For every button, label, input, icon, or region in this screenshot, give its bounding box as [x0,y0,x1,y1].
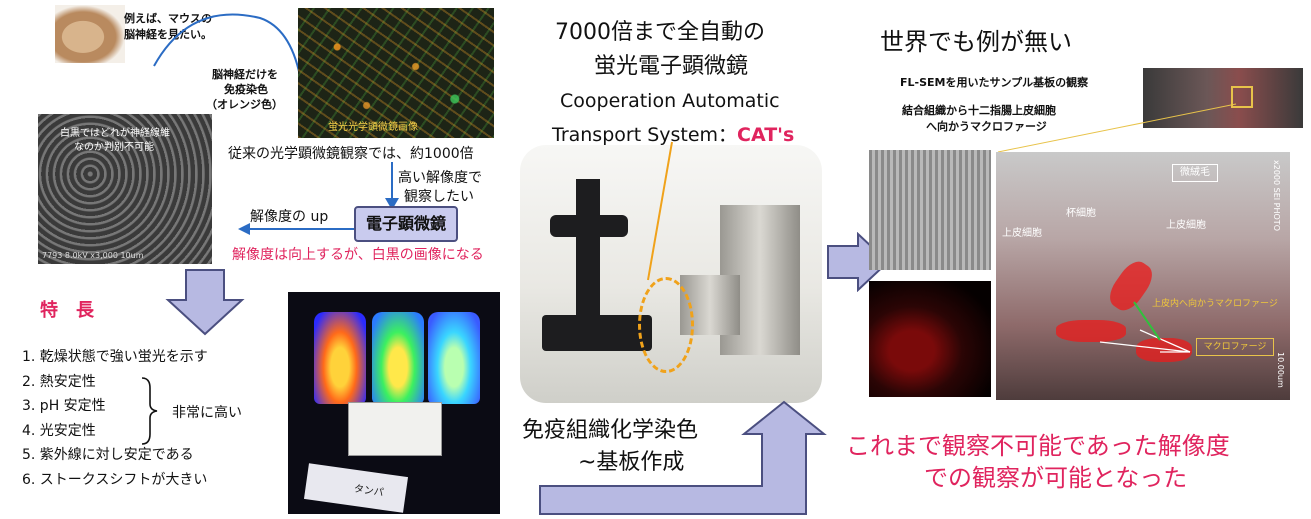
bracket-label: 非常に高い [172,405,242,421]
red-fluorescence-photo [869,281,991,397]
epithelial-right-label: 上皮細胞 [1166,220,1206,231]
feature-bracket [141,377,158,445]
mouse-photo [55,5,125,63]
fluorescence-microscope-photo: 蛍光光学顕微鏡画像 [298,8,494,138]
fluorescence-image-label: 蛍光光学顕微鏡画像 [328,122,418,133]
process-up-arrow-icon [539,400,827,515]
high-res-line2: 観察したい [404,189,474,205]
conventional-text: 従来の光学顕微鏡観察では、約1000倍 [228,146,474,162]
bottom-scale-text: 10.00um [1276,352,1285,388]
right-title: 世界でも例が無い [880,28,1072,56]
center-title-line2: 蛍光電子顕微鏡 [594,54,749,79]
nerve-stain-line2: 免疫染色 [224,83,268,96]
microscope-system-photo [520,145,822,403]
nerve-stain-line3: （オレンジ色） [206,98,283,111]
labeling-kit-box [348,402,442,456]
process-line2: ~基板作成 [578,450,685,475]
highlight-ellipse [638,277,694,373]
bw-caption-line1: 白黒ではどれが神経線維 [60,128,170,139]
connector-curve [153,13,301,77]
feature-item-3: 3. pH 安定性 [22,398,106,414]
vial-3 [428,312,480,404]
down-arrow-icon [385,162,399,210]
bw-result-text: 解像度は向上するが、白黒の画像になる [232,247,484,263]
zoom-lines [997,103,1237,153]
nerve-stain-line1: 脳神経だけを [212,68,278,81]
vial-1 [314,312,366,404]
process-line1: 免疫組織化学染色 [522,418,699,443]
resolution-up-label: 解像度の up [250,209,329,225]
high-res-line1: 高い解像度で [398,170,482,186]
conclusion-line1: これまで観察不可能であった解像度 [846,432,1230,460]
feature-item-4: 4. 光安定性 [22,422,96,439]
tissue-overview-photo [1143,68,1303,128]
center-title-line1: 7000倍まで全自動の [555,20,765,45]
feature-item-5: 5. 紫外線に対し安定である [22,447,194,463]
left-arrow-icon [238,223,354,235]
sem-bw-photo: 白黒ではどれが神経線維 なのか判別不可能 7793 8.0kV x3,000 1… [38,114,212,264]
fluorescent-vials-photo: タンパ [288,292,500,514]
big-down-arrow-icon [165,269,245,336]
macrophage-toward-label: 上皮内へ向かうマクロファージ [1152,299,1278,309]
electron-microscope-label: 電子顕微鏡 [365,214,446,233]
epithelial-left-label: 上皮細胞 [1002,228,1042,239]
mouse-caption-line2: 脳神経を見たい。 [124,28,212,41]
tissue-caption-line1: 結合組織から十二指腸上皮細胞 [902,104,1056,117]
goblet-cell-label: 杯細胞 [1066,208,1096,219]
microvilli-label: 微絨毛 [1180,167,1210,178]
kit-package: タンパ [303,463,409,513]
system-name-line1: Cooperation Automatic [560,90,780,112]
feature-item-2: 2. 熱安定性 [22,373,96,390]
system-name-line2: Transport System：CAT's [552,120,794,147]
macrophage-label: マクロファージ [1203,342,1267,352]
conclusion-line2: での観察が可能となった [924,464,1188,492]
feature-item-1: 1. 乾燥状態で強い蛍光を示す [22,349,208,365]
tissue-caption-line2: へ向かうマクロファージ [926,120,1047,133]
vial-2 [372,312,424,404]
system-abbrev: CAT's [737,124,795,146]
system-name-prefix: Transport System： [552,124,738,146]
callout-line [647,141,673,281]
pointer-arrows [1099,301,1191,353]
bw-caption-line2: なのか判別不可能 [74,142,154,153]
fl-sem-composite-photo: 微絨毛 杯細胞 上皮細胞 上皮細胞 上皮内へ向かうマクロファージ マクロファージ… [996,152,1290,400]
sem-small-photo [869,150,991,270]
electron-microscope-box: 電子顕微鏡 [354,206,458,242]
feature-item-6: 6. ストークスシフトが大きい [22,471,208,488]
side-scale-text: x2000 SEI PHOTO [1272,160,1281,231]
kit-package-label: タンパ [353,483,385,499]
features-list: 1. 乾燥状態で強い蛍光を示す 2. 熱安定性 3. pH 安定性 4. 光安定… [22,346,208,493]
sem-bw-footer: 7793 8.0kV x3,000 10um [42,251,144,260]
flsem-caption: FL-SEMを用いたサンプル基板の観察 [900,76,1089,89]
zoom-box [1231,86,1253,108]
features-title: 特 長 [40,300,94,321]
mouse-caption-line1: 例えば、マウスの [124,12,212,25]
